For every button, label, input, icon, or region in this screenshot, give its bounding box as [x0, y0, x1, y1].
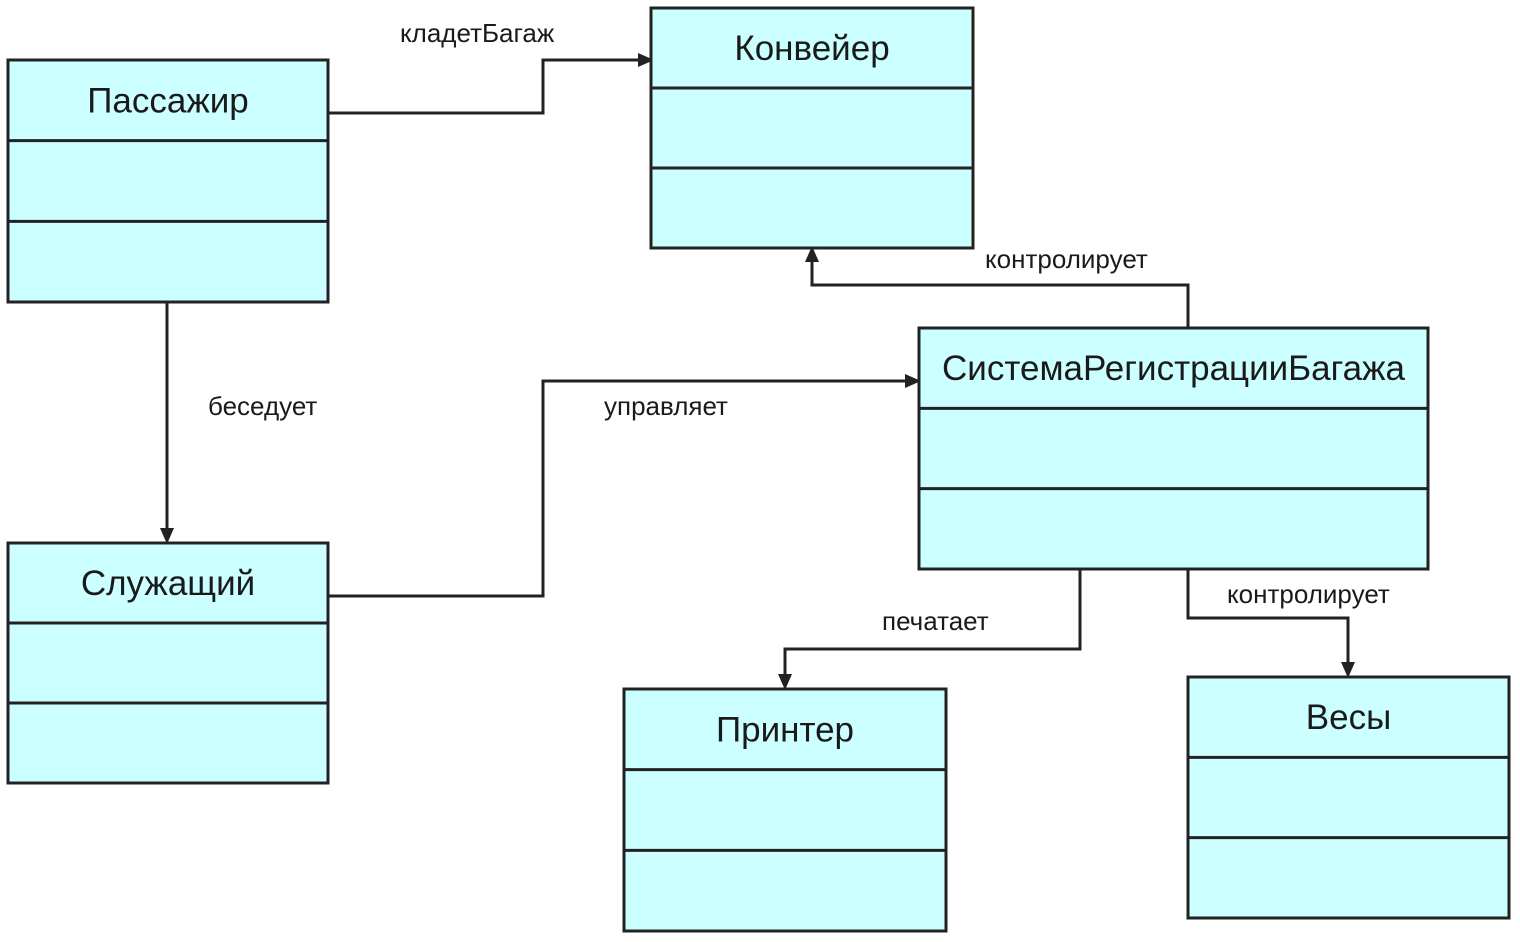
class-name: Пассажир [87, 81, 249, 120]
arrowhead-icon [638, 53, 654, 67]
relation-puts-baggage: кладетБагаж [328, 18, 654, 115]
relation-label: беседует [208, 391, 317, 421]
arrowhead-icon [160, 528, 174, 544]
relation-talks: беседует [160, 302, 317, 544]
relation-label: контролирует [985, 244, 1148, 274]
class-scales[interactable]: Весы [1186, 675, 1511, 920]
relation-line [810, 262, 1190, 328]
class-passenger[interactable]: Пассажир [6, 58, 330, 304]
class-box [622, 687, 948, 933]
class-conveyor[interactable]: Конвейер [649, 6, 975, 250]
relation-label: управляет [604, 391, 728, 421]
class-name: Принтер [716, 710, 854, 749]
relation-line [783, 569, 1082, 674]
class-name: Весы [1306, 698, 1391, 737]
class-box [6, 541, 330, 785]
class-name: Служащий [81, 564, 255, 603]
arrowhead-icon [805, 246, 819, 262]
arrowhead-icon [1341, 662, 1355, 678]
class-box [649, 6, 975, 250]
class-baggage-system[interactable]: СистемаРегистрацииБагажа [917, 326, 1430, 571]
relation-label: контролирует [1227, 579, 1390, 609]
class-name: Конвейер [734, 29, 889, 68]
relation-label: печатает [882, 606, 989, 636]
relation-controls-conveyor: контролирует [805, 244, 1190, 328]
arrowhead-icon [905, 374, 921, 388]
relations-layer: кладетБагаж беседует управляет контролирует… [160, 18, 1390, 690]
relation-line [328, 58, 638, 115]
relation-label: кладетБагаж [400, 18, 555, 48]
relation-manages: управляет [328, 374, 921, 598]
arrowhead-icon [778, 674, 792, 690]
class-box [1186, 675, 1511, 920]
relation-line [328, 379, 905, 598]
class-box [6, 58, 330, 304]
class-printer[interactable]: Принтер [622, 687, 948, 933]
relation-line [1186, 569, 1350, 662]
class-clerk[interactable]: Служащий [6, 541, 330, 785]
class-name: СистемаРегистрацииБагажа [942, 349, 1405, 388]
class-box [917, 326, 1430, 571]
relation-controls-scales: контролирует [1186, 569, 1390, 678]
relation-prints: печатает [778, 569, 1082, 690]
